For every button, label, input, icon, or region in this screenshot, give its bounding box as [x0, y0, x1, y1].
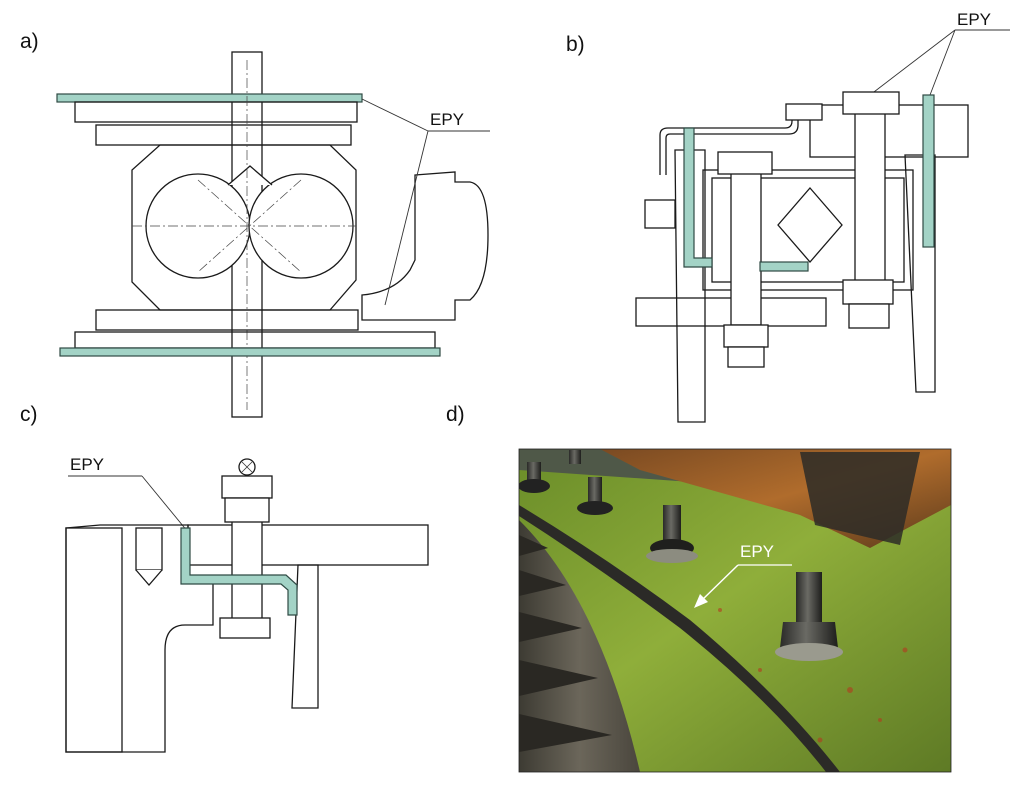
epy-strip-left	[683, 127, 713, 268]
diamond-roller	[777, 187, 843, 263]
lower-bearing-plate	[95, 309, 359, 331]
lower-slab	[74, 331, 436, 349]
panel-c: c) EPY	[20, 403, 429, 753]
panel-d: d)	[446, 403, 952, 773]
bolt-left	[730, 169, 762, 326]
epy-strip-right	[922, 94, 935, 248]
upper-slab	[74, 101, 358, 123]
epy-strip-middle	[759, 261, 809, 272]
housing	[702, 169, 914, 291]
top-beam	[187, 524, 429, 566]
callout-epy-a: EPY	[430, 110, 464, 129]
epy-plate-top	[56, 93, 363, 103]
green-plate	[519, 470, 951, 772]
epy-strip-c	[180, 527, 298, 616]
callout-epy-d: EPY	[740, 542, 774, 561]
gear-teeth	[519, 535, 612, 752]
callout-epy-b: EPY	[957, 10, 991, 29]
roller-wedge	[227, 165, 273, 186]
epy-edge-strip	[519, 505, 840, 772]
side-bracket	[361, 171, 489, 321]
panel-b: b) EPY	[566, 10, 1010, 423]
photo-bolts	[519, 450, 843, 661]
callout-epy-c: EPY	[70, 455, 104, 474]
photo	[519, 449, 951, 772]
panel-label-c: c)	[20, 403, 38, 426]
panel-a: a) EPY	[20, 30, 490, 418]
panel-label-d: d)	[446, 403, 465, 426]
roller-left	[145, 173, 251, 279]
left-column	[674, 149, 706, 423]
bolt-right	[854, 111, 886, 291]
panel-label-a: a)	[20, 30, 39, 53]
panel-label-b: b)	[566, 33, 585, 56]
epy-plate-bottom	[59, 347, 441, 357]
drop-bracket	[291, 564, 319, 709]
upper-bearing-plate	[95, 124, 352, 146]
